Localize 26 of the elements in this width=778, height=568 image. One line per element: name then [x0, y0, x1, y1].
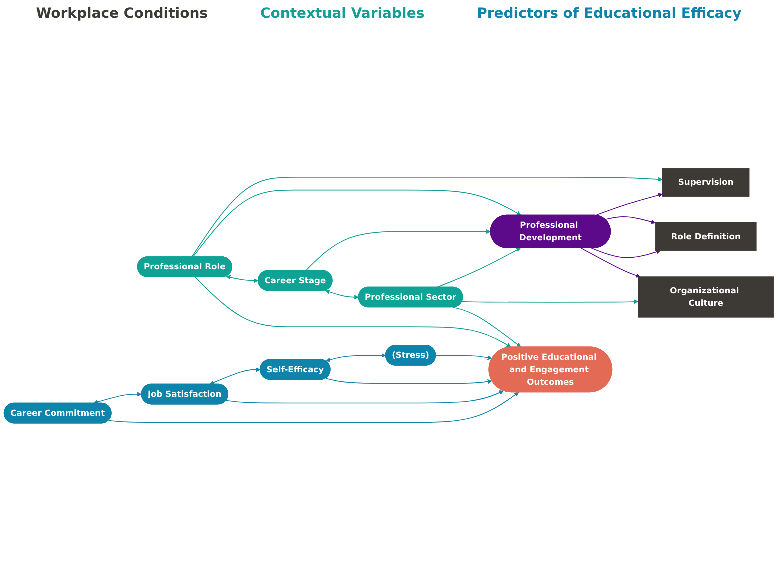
arrow	[436, 355, 492, 360]
node-box: Supervision	[662, 168, 750, 197]
node-box: Organizational Culture	[638, 276, 774, 318]
arrow	[108, 392, 520, 424]
heading-label: Workplace Conditions	[36, 6, 208, 22]
arrow	[210, 368, 261, 385]
arrow	[462, 300, 639, 304]
arrow	[437, 248, 521, 288]
arrow	[192, 190, 522, 258]
heading-label: Contextual Variables	[260, 6, 425, 22]
arrow	[194, 277, 512, 348]
arrow	[325, 290, 360, 300]
arrow	[452, 307, 522, 348]
arrow	[605, 216, 656, 224]
arrow	[226, 275, 259, 284]
arrow	[306, 229, 492, 272]
heading-label: Predictors of Educational Efficacy	[477, 6, 742, 22]
arrow	[591, 248, 661, 258]
arrow	[94, 392, 142, 404]
arrow	[226, 390, 504, 404]
arrow	[580, 248, 641, 278]
arrow	[326, 378, 492, 384]
arrow	[326, 353, 386, 362]
arrow	[596, 193, 663, 216]
node-box: Role Definition	[655, 222, 757, 252]
arrow	[192, 177, 663, 258]
